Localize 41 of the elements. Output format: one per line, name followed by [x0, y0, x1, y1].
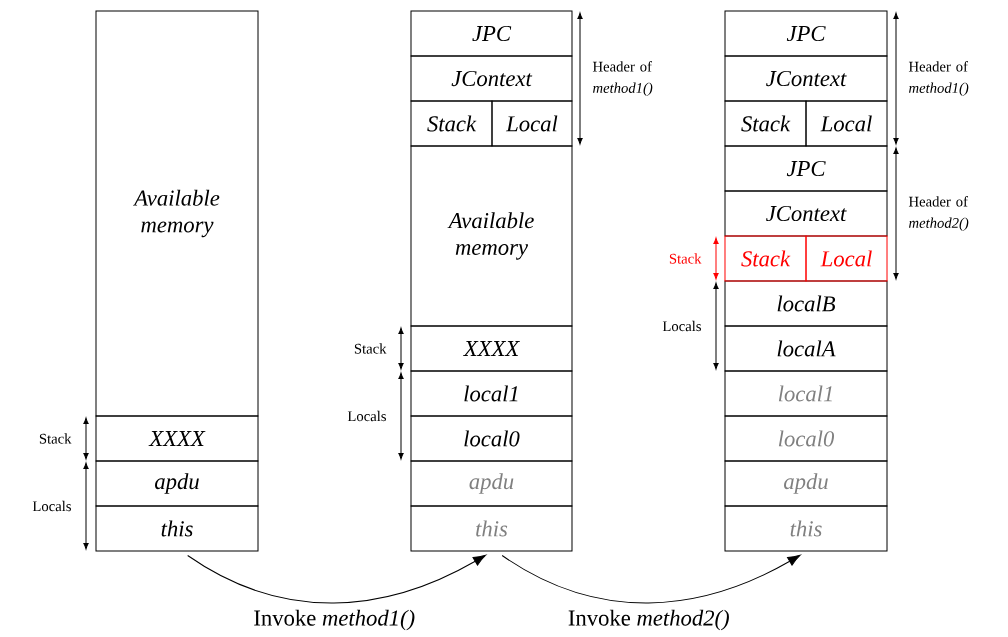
memory-cell: localB — [724, 280, 888, 327]
memory-cell: local1 — [410, 370, 573, 417]
edge-label: Invoke method2() — [568, 609, 729, 631]
memory-cell: JPC — [724, 145, 888, 192]
memory-cell: JContext — [410, 55, 573, 102]
dimension-label: Locals — [662, 320, 701, 332]
dimension-label: Stack — [669, 253, 702, 264]
memory-cell: apdu — [95, 460, 259, 507]
memory-cell: JPC — [410, 10, 573, 57]
memory-cell: Stack — [724, 100, 807, 147]
memory-cell: this — [410, 505, 573, 552]
memory-cell: local0 — [410, 415, 573, 462]
memory-cell: this — [95, 505, 259, 552]
memory-cell: JContext — [724, 55, 888, 102]
memory-cell: local1 — [724, 370, 888, 417]
memory-cell: Available memory — [95, 10, 259, 417]
dimension-label: Stack — [354, 343, 387, 354]
dimension-label: Header of method2() — [908, 196, 969, 231]
memory-cell: Local — [491, 100, 573, 147]
dimension-label: Header of method1() — [908, 61, 969, 96]
dimension-label: Header of method1() — [592, 61, 653, 96]
memory-cell: local0 — [724, 415, 888, 462]
memory-cell: Available memory — [410, 145, 573, 327]
memory-cell: apdu — [724, 460, 888, 507]
dimension-label: Stack — [39, 433, 72, 444]
memory-cell: Stack — [724, 235, 807, 282]
dimension-label: Locals — [32, 500, 71, 512]
memory-cell: Local — [805, 100, 888, 147]
memory-cell: this — [724, 505, 888, 552]
memory-cell: XXXX — [410, 325, 573, 372]
memory-cell: JPC — [724, 10, 888, 57]
curved-arrow — [501, 554, 801, 604]
dimension-label: Locals — [347, 410, 386, 422]
memory-cell: Stack — [410, 100, 493, 147]
memory-cell: Local — [805, 235, 888, 282]
edge-label: Invoke method1() — [254, 609, 415, 631]
memory-cell: JContext — [724, 190, 888, 237]
memory-cell: XXXX — [95, 415, 259, 462]
memory-cell: apdu — [410, 460, 573, 507]
curved-arrow — [187, 554, 487, 604]
memory-cell: localA — [724, 325, 888, 372]
